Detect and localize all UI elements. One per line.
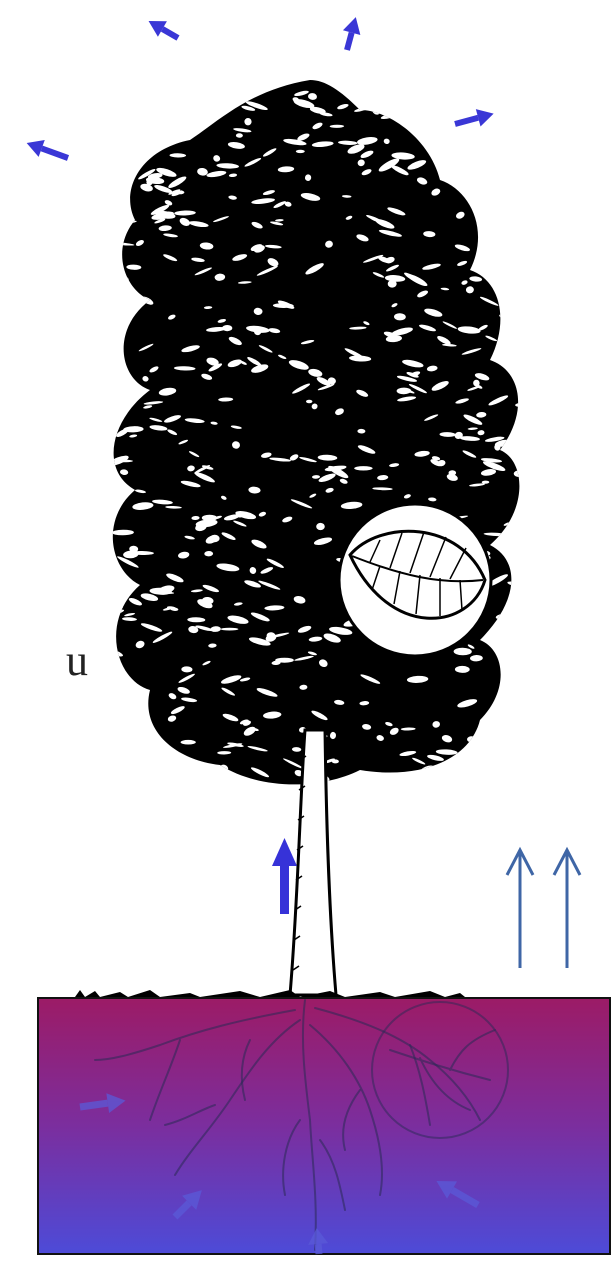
foliage-highlight (112, 201, 126, 210)
arrow-right (453, 105, 496, 133)
foliage-highlight (500, 148, 513, 155)
foliage-highlight (118, 171, 137, 182)
foliage-highlight (437, 771, 445, 776)
foliage-highlight (275, 658, 294, 663)
foliage-highlight (521, 540, 531, 549)
foliage-highlight (104, 302, 117, 314)
arrow-top (338, 15, 364, 53)
foliage-highlight (141, 119, 155, 127)
foliage-highlight (515, 402, 537, 408)
foliage-highlight (499, 313, 518, 322)
foliage-highlight (402, 97, 413, 102)
foliage-highlight (112, 106, 135, 115)
foliage-highlight (133, 123, 156, 138)
foliage-highlight (522, 237, 536, 246)
trunk-flow-arrow (272, 838, 297, 914)
foliage-highlight (104, 416, 118, 425)
foliage-highlight (504, 637, 527, 645)
foliage-highlight (166, 756, 176, 765)
foliage-highlight (306, 400, 312, 403)
foliage-highlight (116, 460, 133, 463)
foliage-highlight (506, 156, 522, 169)
ground-grass (75, 990, 465, 997)
foliage-highlight (145, 754, 164, 766)
tree-canopy (101, 80, 538, 784)
foliage-highlight (176, 120, 197, 131)
foliage-highlight (181, 740, 196, 745)
arrow-left (24, 134, 72, 166)
foliage-highlight (526, 98, 533, 102)
foliage-highlight (134, 769, 141, 774)
foliage-highlight (515, 378, 539, 391)
foliage-highlight (515, 516, 526, 524)
foliage-highlight (484, 183, 499, 188)
foliage-highlight (458, 143, 465, 148)
foliage-highlight (508, 91, 522, 100)
foliage-highlight (504, 311, 518, 317)
foliage-highlight (149, 97, 159, 106)
arrow-upper-left (144, 13, 182, 46)
foliage-highlight (516, 576, 535, 581)
foliage-highlight (202, 515, 217, 521)
foliage-highlight (172, 117, 196, 133)
foliage-highlight (222, 86, 237, 95)
uptake-arrow-1 (507, 850, 533, 968)
foliage-highlight (487, 749, 506, 753)
foliage-highlight (497, 249, 517, 254)
foliage-highlight (497, 294, 520, 304)
foliage-highlight (115, 772, 122, 779)
foliage-highlight (472, 201, 493, 214)
foliage-highlight (514, 597, 537, 613)
foliage-highlight (433, 96, 453, 106)
foliage-highlight (516, 89, 526, 98)
foliage-highlight (144, 741, 155, 747)
foliage-highlight (198, 91, 216, 100)
foliage-highlight (519, 658, 533, 665)
foliage-highlight (170, 88, 187, 93)
foliage-highlight (473, 201, 482, 210)
foliage-highlight (456, 106, 469, 114)
foliage-highlight (506, 725, 528, 734)
foliage-highlight (116, 710, 138, 724)
foliage-highlight (124, 89, 145, 104)
foliage-highlight (519, 269, 527, 277)
foliage-highlight (500, 641, 514, 648)
foliage-highlight (104, 333, 121, 344)
foliage-highlight (354, 466, 372, 470)
soil-block (38, 998, 610, 1254)
foliage-highlight (108, 603, 123, 609)
foliage-highlight (358, 773, 373, 784)
foliage-highlight (110, 176, 123, 184)
foliage-highlight (492, 203, 502, 209)
foliage-highlight (140, 133, 150, 141)
foliage-highlight (114, 110, 138, 118)
foliage-highlight (494, 643, 514, 655)
foliage-highlight (500, 190, 512, 199)
foliage-highlight (507, 247, 523, 259)
foliage-highlight (221, 628, 239, 631)
foliage-highlight (513, 376, 534, 382)
foliage-highlight (514, 207, 529, 219)
foliage-highlight (296, 150, 305, 153)
foliage-highlight (441, 127, 460, 133)
leaf-inset-icon (339, 504, 491, 656)
uptake-arrows (507, 850, 580, 968)
foliage-highlight (381, 93, 388, 98)
foliage-highlight (447, 165, 459, 169)
variable-label: u (66, 636, 88, 685)
foliage-highlight (512, 111, 536, 120)
foliage-highlight (152, 99, 172, 102)
uptake-arrow-2 (554, 850, 580, 968)
foliage-highlight (490, 106, 512, 120)
foliage-highlight (467, 755, 477, 764)
foliage-highlight (449, 470, 457, 475)
foliage-highlight (485, 164, 505, 178)
foliage-highlight (504, 258, 527, 267)
